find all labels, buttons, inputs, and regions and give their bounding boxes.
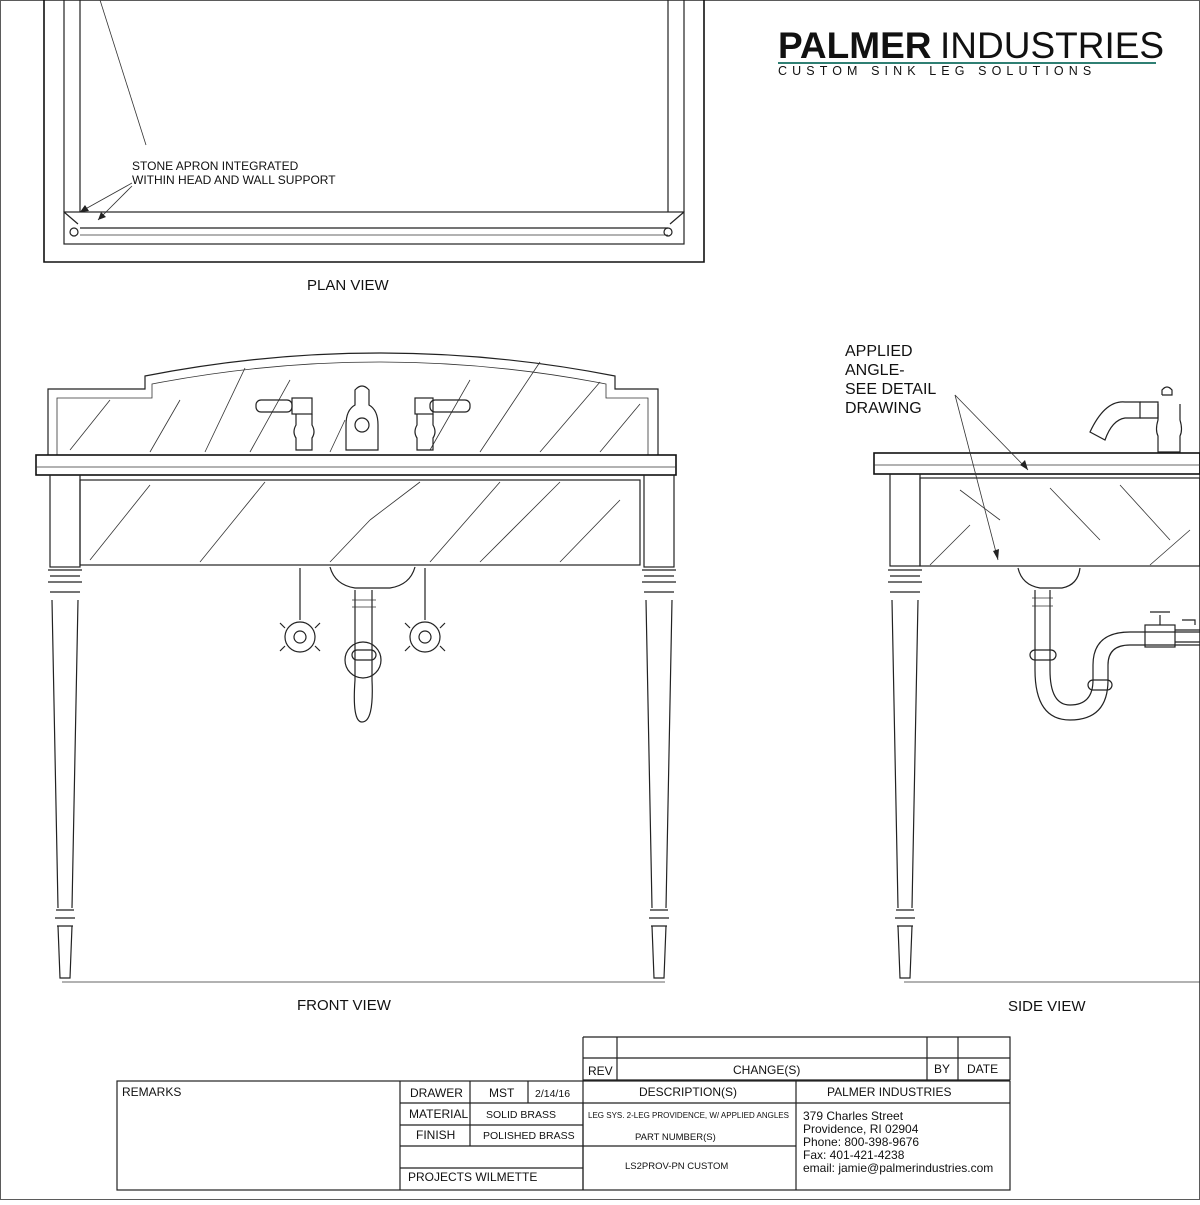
side-faucet (1089, 386, 1183, 453)
plan-leg-left (69, 227, 79, 237)
title-block: REV CHANGE(S) BY DATE REMARKS DRAWER MST… (116, 1036, 1011, 1191)
part-number-header: PART NUMBER(S) (635, 1132, 716, 1143)
plan-outline (43, 0, 705, 263)
side-note-line1: APPLIED (845, 343, 913, 360)
side-view-label: SIDE VIEW (1008, 998, 1086, 1015)
material-label: MATERIAL (409, 1107, 468, 1121)
front-drain-pipe (353, 590, 373, 723)
front-faucet-left-handle (255, 397, 315, 451)
side-apron-veining (929, 484, 1191, 566)
plan-side-rails (63, 0, 685, 212)
front-view-label: FRONT VIEW (297, 997, 392, 1014)
description-header: DESCRIPTION(S) (639, 1085, 737, 1099)
side-countertop (873, 452, 1200, 475)
project-value: PROJECTS WILMETTE (408, 1170, 537, 1184)
side-trap-nut-2 (1087, 679, 1113, 691)
plan-leader-arrow-1 (79, 182, 133, 213)
front-faucet-right-handle (414, 397, 471, 451)
logo-brand-light: INDUSTRIES (940, 25, 1164, 66)
side-arrowheads (993, 460, 1028, 560)
plan-note-line1: STONE APRON INTEGRATED (132, 159, 299, 173)
front-countertop (35, 454, 677, 476)
front-trap-nut (351, 649, 377, 661)
changes-header: CHANGE(S) (733, 1063, 800, 1077)
drawer-label: DRAWER (410, 1086, 463, 1100)
part-number-value: LS2PROV-PN CUSTOM (625, 1161, 728, 1172)
description-value: LEG SYS. 2-LEG PROVIDENCE, W/ APPLIED AN… (588, 1111, 789, 1120)
material-value: SOLID BRASS (486, 1109, 556, 1121)
finish-value: POLISHED BRASS (483, 1130, 575, 1142)
plan-arrowheads (80, 205, 106, 220)
front-trap (344, 641, 382, 679)
side-drain-nut (1032, 597, 1053, 607)
front-faucet-spout (345, 385, 379, 451)
plan-leader-arrow-2 (97, 185, 133, 221)
company-logo: PALMER INDUSTRIES CUSTOM SINK LEG SOLUTI… (778, 25, 1164, 78)
side-note-line2: ANGLE- (845, 362, 905, 379)
side-valve (1144, 611, 1200, 648)
email: email: jamie@palmerindustries.com (803, 1161, 993, 1175)
front-apron-veining (89, 481, 621, 563)
company-header: PALMER INDUSTRIES (827, 1085, 951, 1099)
title-grid-2 (469, 1081, 1010, 1147)
front-view: FRONT VIEW (35, 352, 677, 1014)
side-leader-1 (954, 394, 1029, 471)
front-backsplash-veining (69, 361, 641, 453)
front-backsplash-inner (56, 361, 649, 455)
plan-leg-right (663, 227, 673, 237)
side-leader-2 (954, 394, 999, 561)
by-header: BY (934, 1062, 950, 1076)
plan-leader-line (99, 0, 147, 146)
front-valve-left (279, 621, 321, 653)
plan-note-line2: WITHIN HEAD AND WALL SUPPORT (132, 173, 336, 187)
front-drain-nut (352, 599, 376, 608)
front-valve-right (404, 621, 446, 653)
side-leg (888, 473, 922, 979)
plan-view-label: PLAN VIEW (307, 277, 390, 294)
side-trap-nut (1029, 649, 1057, 661)
side-basin (1017, 567, 1081, 589)
plan-front-apron (63, 211, 685, 245)
drawer-date: 2/14/16 (535, 1088, 570, 1100)
side-p-trap (1034, 590, 1200, 721)
front-basin (329, 566, 416, 589)
plan-view: STONE APRON INTEGRATED WITHIN HEAD AND W… (43, 0, 705, 294)
side-note-line3: SEE DETAIL (845, 381, 936, 398)
logo-tagline: CUSTOM SINK LEG SOLUTIONS (778, 64, 1096, 78)
side-view: APPLIED ANGLE- SEE DETAIL DRAWING SIDE V… (845, 343, 1200, 1015)
date-header: DATE (967, 1062, 998, 1076)
fax: Fax: 401-421-4238 (803, 1148, 905, 1162)
front-stone-apron (79, 479, 641, 566)
drawer-value: MST (489, 1086, 515, 1100)
side-note-line4: DRAWING (845, 400, 922, 417)
front-leg-left (48, 474, 82, 979)
phone: Phone: 800-398-9676 (803, 1135, 919, 1149)
plan-corner-angles (63, 211, 685, 225)
title-grid (400, 1102, 796, 1190)
front-backsplash (47, 352, 659, 455)
address-line2: Providence, RI 02904 (803, 1122, 919, 1136)
front-leg-right (642, 474, 676, 979)
remarks-label: REMARKS (122, 1085, 181, 1099)
logo-brand-bold: PALMER (778, 25, 931, 66)
rev-header: REV (588, 1064, 613, 1078)
address-line1: 379 Charles Street (803, 1109, 904, 1123)
title-block-frame (116, 1080, 1011, 1191)
finish-label: FINISH (416, 1128, 455, 1142)
